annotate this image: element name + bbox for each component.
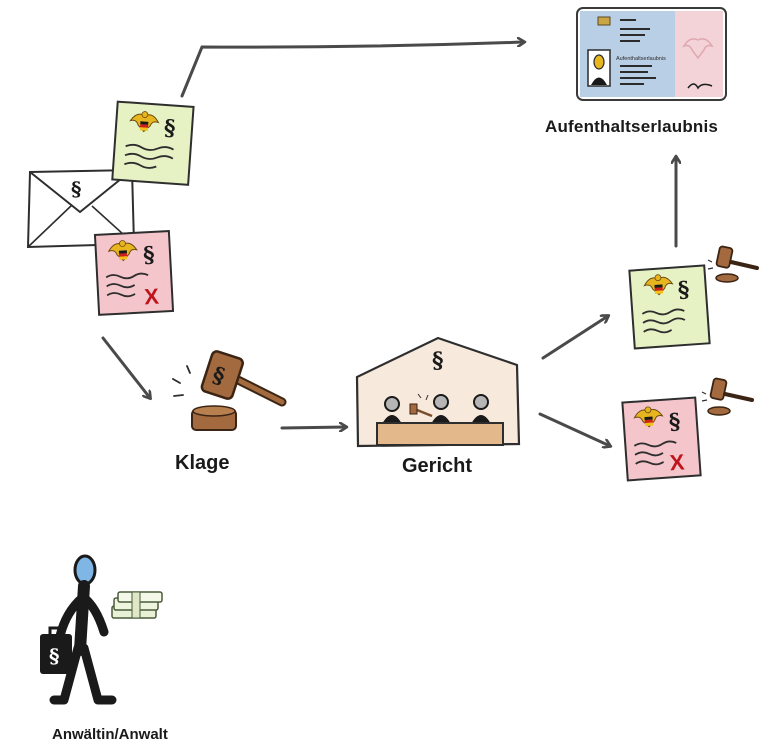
court-rejection-mark: X <box>669 449 686 475</box>
lawsuit-label: Klage <box>175 452 230 474</box>
lawyer-label: Anwältin/Anwalt <box>52 726 168 743</box>
arrow-klage-to-gericht <box>280 427 346 428</box>
approval-gavel-icon <box>707 245 759 283</box>
arrow-to-permit <box>180 42 524 98</box>
lawsuit-gavel-icon: § <box>172 350 287 431</box>
approval-doc-paragraph: § <box>163 115 176 142</box>
court-paragraph-symbol: § <box>432 348 444 374</box>
arrow-gericht-to-rejection <box>538 412 610 446</box>
approval-document-icon: § <box>111 100 195 186</box>
permit-card-heading: Aufenthaltserlaubnis <box>616 56 666 62</box>
court-approval-document-icon: § <box>628 264 711 350</box>
arrow-decision-to-klage <box>101 336 150 398</box>
court-rejection-paragraph: § <box>668 409 681 436</box>
arrow-gericht-to-approval <box>541 316 608 360</box>
rejection-mark: X <box>144 284 160 310</box>
lawyer-figure-icon: § <box>40 554 163 705</box>
court-label: Gericht <box>402 455 473 477</box>
rejection-doc-paragraph: § <box>142 242 155 269</box>
residence-permit-label: Aufenthaltserlaubnis <box>545 117 719 136</box>
court-building-icon: § <box>355 336 521 448</box>
money-bundle-icon <box>111 591 163 619</box>
rejection-document-icon: § X <box>93 230 175 316</box>
envelope-paragraph-symbol: § <box>71 177 81 201</box>
court-rejection-document-icon: § X <box>621 396 702 482</box>
rejection-gavel-icon <box>701 377 754 416</box>
briefcase-paragraph-symbol: § <box>49 644 59 668</box>
court-approval-paragraph: § <box>677 277 690 304</box>
residence-permit-card-icon: Aufenthaltserlaubnis <box>576 7 727 101</box>
